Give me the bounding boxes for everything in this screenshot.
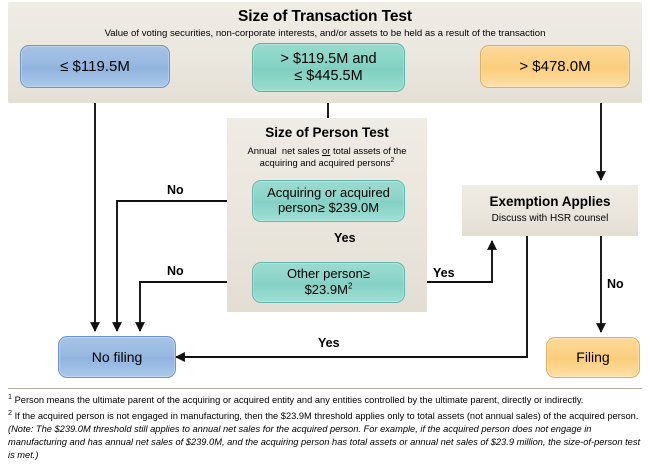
node-transaction-mid-line2: ≤ $445.5M (294, 67, 363, 84)
node-no-filing-label: No filing (91, 348, 143, 365)
footnotes: 1 Person means the ultimate parent of th… (8, 392, 642, 462)
node-acquiring-or-acquired[interactable]: Acquiring or acquired person≥ $239.0M (252, 180, 405, 222)
page-subtitle: Value of voting securities, non-corporat… (104, 28, 546, 39)
node-transaction-mid-line1: > $119.5M and (280, 50, 377, 67)
exemption-applies-panel[interactable]: Exemption Applies Discuss with HSR couns… (462, 185, 638, 236)
size-of-person-title: Size of Person Test (265, 125, 389, 140)
node-transaction-high[interactable]: > $478.0M (480, 45, 630, 88)
edge-label-no-exemption: No (607, 277, 624, 291)
node-transaction-mid[interactable]: > $119.5M and ≤ $445.5M (252, 43, 405, 92)
footnote-1-text: Person means the ultimate parent of the … (14, 395, 584, 406)
node-acquiring-line2: person≥ $239.0M (277, 200, 380, 215)
exemption-applies-subtitle: Discuss with HSR counsel (491, 213, 609, 224)
node-filing[interactable]: Filing (546, 337, 640, 378)
node-transaction-low-label: ≤ $119.5M (60, 57, 130, 75)
footnote-2-marker: 2 (8, 407, 12, 417)
edge-exemption-to-nofiling (175, 236, 528, 362)
edge-yes-to-exemption (405, 240, 497, 283)
footnote-1: 1 Person means the ultimate parent of th… (8, 392, 642, 407)
footnote-2: 2 If the acquired person is not engaged … (8, 408, 642, 461)
edge-label-no-lower: No (167, 264, 184, 278)
exemption-applies-title: Exemption Applies (489, 194, 611, 209)
node-transaction-high-label: > $478.0M (519, 57, 591, 75)
node-transaction-low[interactable]: ≤ $119.5M (20, 45, 170, 88)
node-other-person-line1: Other person≥ (286, 265, 370, 281)
size-of-person-subtitle: Annual net sales or total assets of the … (247, 145, 407, 168)
node-filing-label: Filing (576, 349, 610, 366)
page-title: Size of Transaction Test (238, 8, 412, 25)
edge-label-yes-to-exemption: Yes (433, 266, 455, 280)
node-acquiring-line1: Acquiring or acquired (267, 185, 390, 201)
footnote-1-marker: 1 (8, 392, 12, 401)
node-no-filing[interactable]: No filing (58, 336, 176, 378)
footnote-2-note: (Note: The $239.0M threshold still appli… (8, 423, 641, 460)
footnote-2-text: If the acquired person is not engaged in… (14, 411, 639, 422)
edge-no-upper (112, 200, 252, 332)
edge-label-no-upper: No (167, 183, 184, 197)
edge-label-yes-bottom: Yes (318, 336, 340, 350)
node-other-person[interactable]: Other person≥ $23.9M2 (252, 262, 405, 303)
node-other-person-line2: $23.9M2 (304, 281, 353, 298)
footnote-divider (8, 388, 642, 389)
edge-label-yes-between: Yes (334, 231, 356, 245)
edge-no-lower (135, 281, 252, 332)
